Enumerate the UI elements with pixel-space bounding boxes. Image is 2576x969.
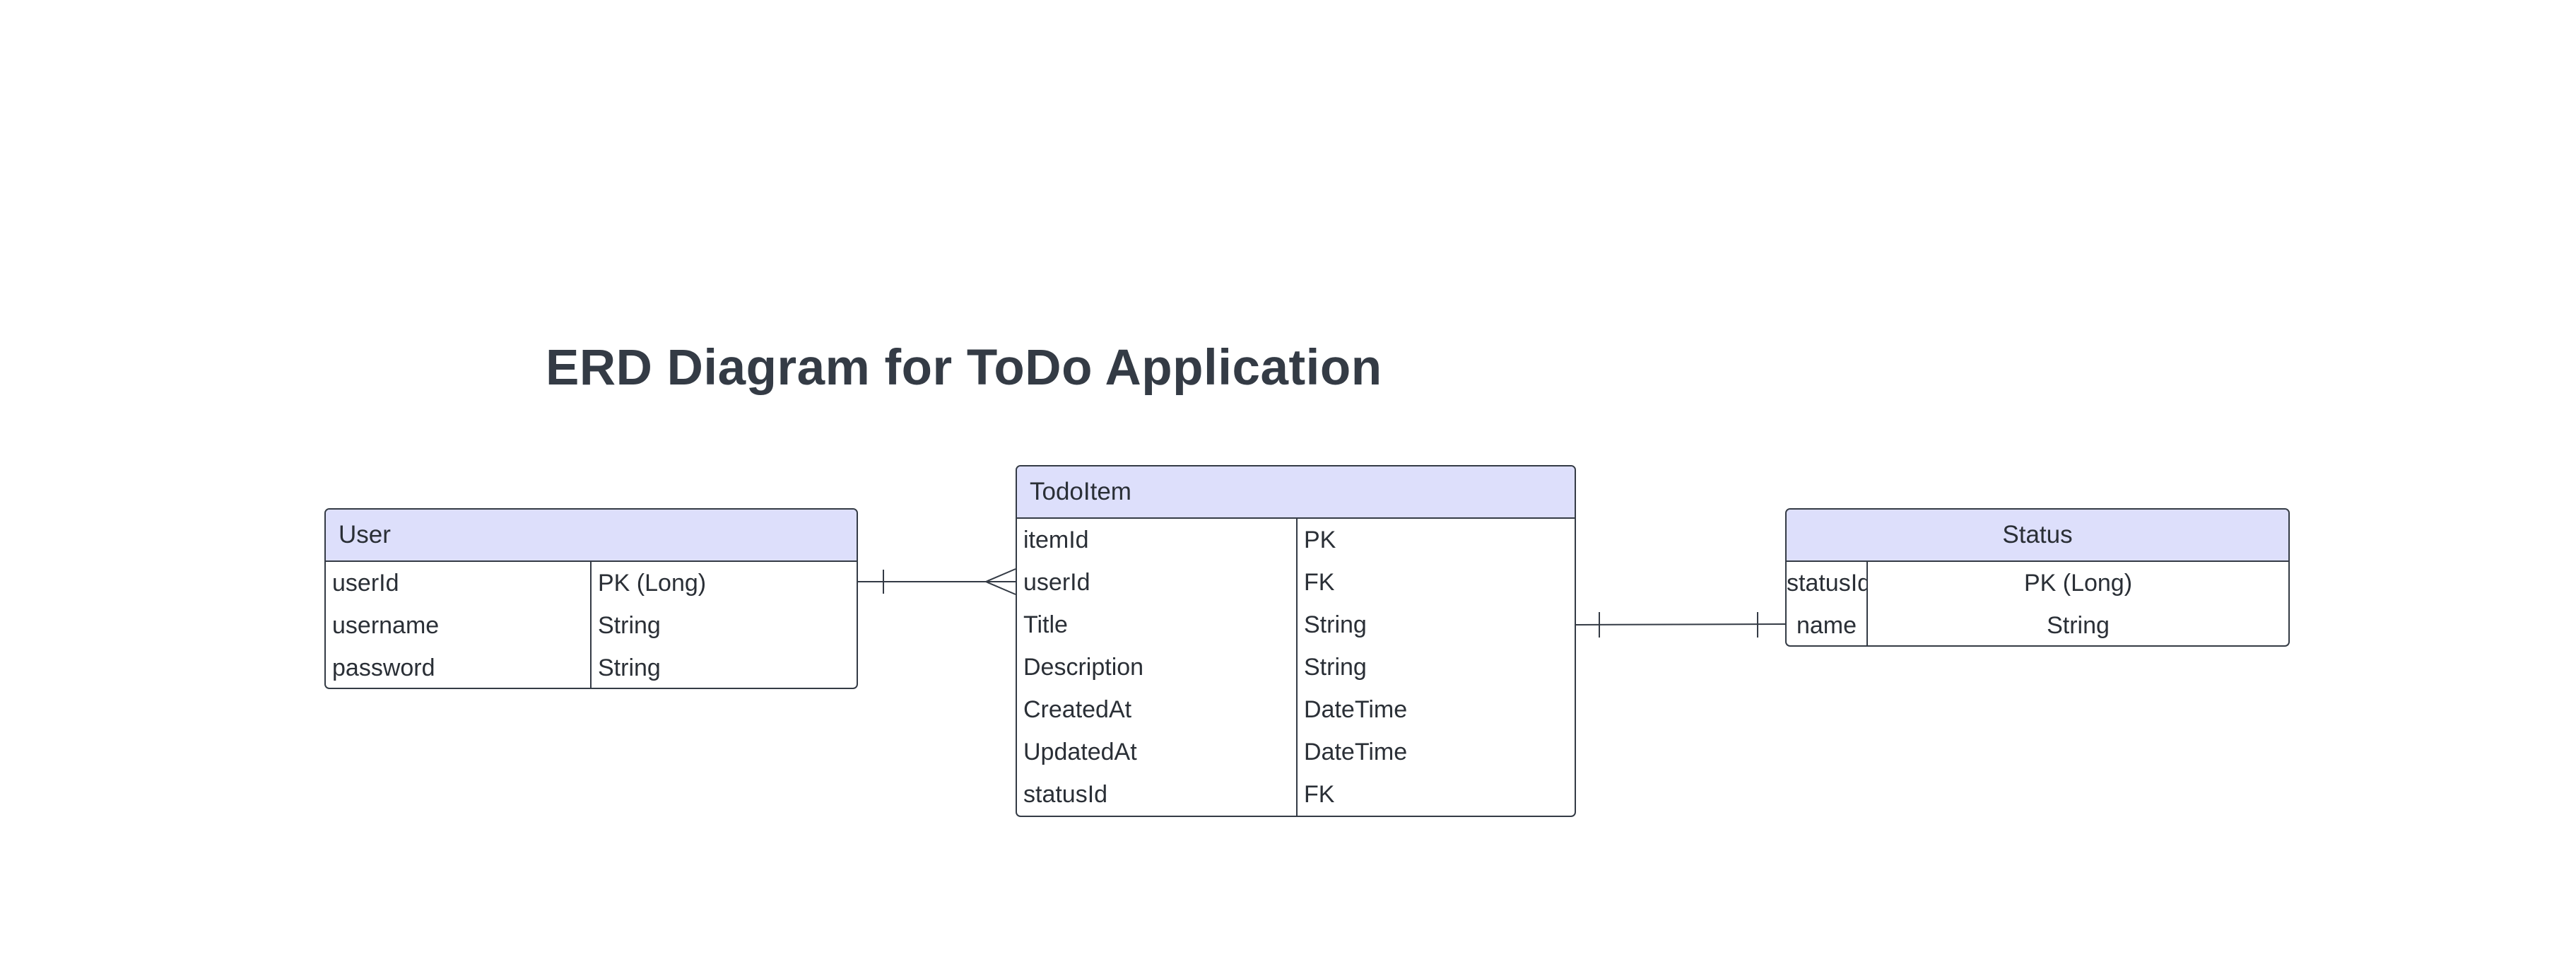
field-name: Title (1023, 611, 1068, 638)
entity-todoitem[interactable]: TodoItem itemId PK userId FK Title Strin… (1016, 465, 1576, 817)
field-type: DateTime (1296, 688, 1575, 731)
relationship-todoitem-status[interactable] (1575, 612, 1786, 638)
entity-header: TodoItem (1017, 466, 1575, 519)
field-name: statusId (1023, 781, 1108, 808)
field-name: userId (1023, 569, 1090, 596)
diagram-title: ERD Diagram for ToDo Application (546, 340, 1382, 396)
entity-fields: userId PK (Long) username String passwor… (326, 562, 857, 688)
entity-header: Status (1787, 510, 2288, 562)
field-type: String (590, 647, 857, 688)
entity-user[interactable]: User userId PK (Long) username String pa… (324, 508, 858, 689)
field-name: Description (1023, 654, 1144, 681)
entity-header: User (326, 510, 857, 562)
entity-fields: itemId PK userId FK Title String Descrip… (1017, 519, 1575, 816)
field-type: String (1296, 646, 1575, 688)
field-name: userId (332, 570, 399, 597)
relationship-user-todoitem[interactable] (858, 568, 1016, 595)
crowfoot-marker-lower (985, 581, 1016, 595)
field-type: DateTime (1296, 731, 1575, 773)
field-name: CreatedAt (1023, 696, 1132, 723)
field-name: username (332, 612, 440, 639)
entity-fields: statusId PK (Long) name String (1787, 562, 2288, 645)
crowfoot-marker-upper (985, 568, 1016, 582)
field-type: PK (1296, 519, 1575, 561)
entity-status[interactable]: Status statusId PK (Long) name String (1785, 508, 2290, 647)
field-type: FK (1296, 561, 1575, 604)
field-type: String (590, 604, 857, 647)
field-type: FK (1296, 773, 1575, 816)
field-type: PK (Long) (1866, 562, 2288, 604)
field-type: String (1866, 604, 2288, 645)
field-name: password (332, 654, 435, 681)
field-name: itemId (1023, 527, 1089, 553)
field-name: name (1796, 612, 1857, 639)
field-type: PK (Long) (590, 562, 857, 604)
field-name: UpdatedAt (1023, 739, 1137, 765)
field-name: statusId (1787, 570, 1866, 597)
field-type: String (1296, 604, 1575, 646)
